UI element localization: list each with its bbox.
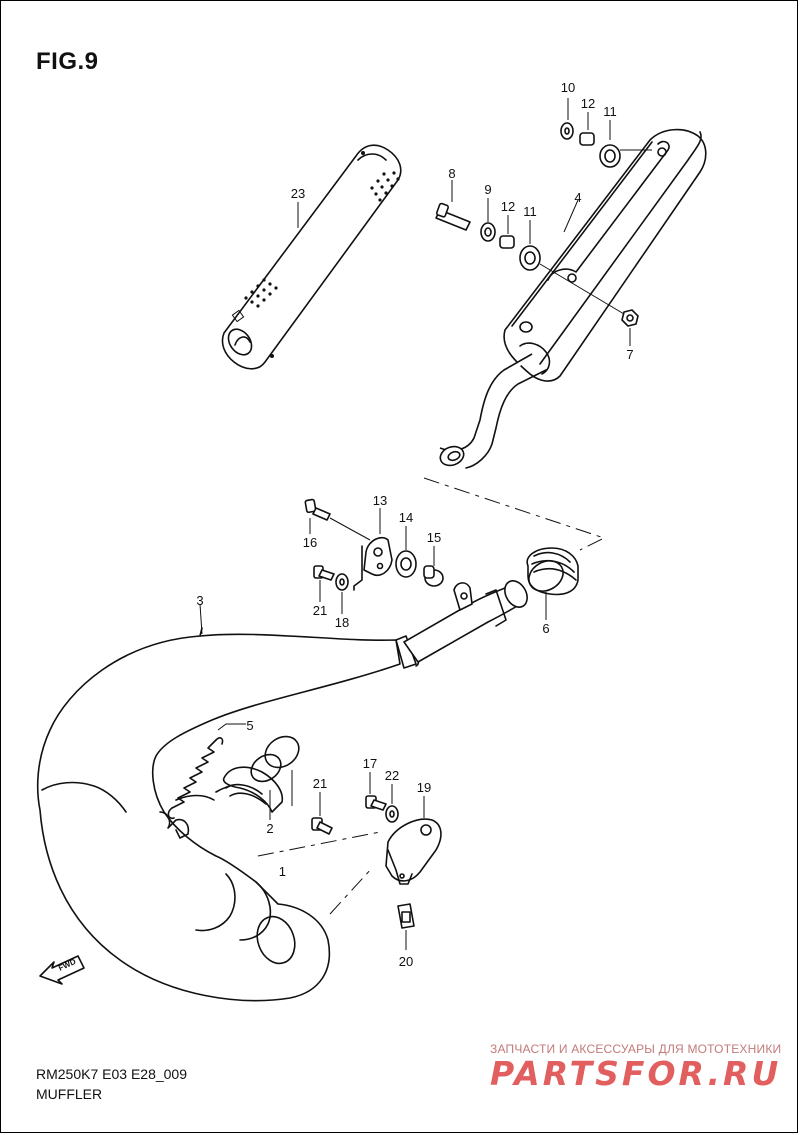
assembly-line-silencer <box>423 477 606 551</box>
bracket-group-lower[interactable] <box>311 772 442 950</box>
figure-title: FIG.9 <box>36 48 99 75</box>
callout-5: 5 <box>246 718 253 733</box>
callout-22: 22 <box>385 768 399 783</box>
spring[interactable] <box>167 723 246 820</box>
assembly-line-chamber <box>257 831 381 915</box>
flange-nut[interactable] <box>621 309 639 346</box>
pipe-clip[interactable] <box>159 811 190 839</box>
callout-21-lower: 21 <box>313 776 327 791</box>
callout-16: 16 <box>303 535 317 550</box>
o-ring-gaskets[interactable] <box>246 730 305 806</box>
callout-20: 20 <box>399 954 413 969</box>
bracket-group-upper[interactable] <box>304 498 444 614</box>
watermark-subtitle: ЗАПЧАСТИ И АКСЕССУАРЫ ДЛЯ МОТОТЕХНИКИ <box>490 1042 782 1056</box>
callout-14: 14 <box>399 510 413 525</box>
callout-1: 1 <box>279 864 286 879</box>
callout-11-middle: 11 <box>523 204 537 219</box>
silencer-body[interactable] <box>438 128 707 469</box>
callout-19: 19 <box>417 780 431 795</box>
callout-3: 3 <box>196 593 203 608</box>
middle-mount-hardware[interactable] <box>435 180 625 315</box>
callout-2: 2 <box>266 821 273 836</box>
callout-12-middle: 12 <box>501 199 515 214</box>
heat-guard[interactable] <box>221 144 402 370</box>
exhaust-pipe-chamber[interactable] <box>36 577 532 1002</box>
callout-13: 13 <box>373 493 387 508</box>
connector-joint[interactable] <box>523 547 579 620</box>
callout-17: 17 <box>363 756 377 771</box>
pipe-gasket-sleeve[interactable] <box>222 766 284 820</box>
figure-code: RM250K7 E03 E28_009 <box>36 1066 187 1082</box>
callout-labels: 1 2 3 4 5 6 7 8 9 10 11 11 12 12 13 14 1… <box>196 80 633 969</box>
callout-10: 10 <box>561 80 575 95</box>
callout-21-upper: 21 <box>313 603 327 618</box>
callout-7: 7 <box>626 347 633 362</box>
callout-12-upper: 12 <box>581 96 595 111</box>
watermark-logo: PARTSFOR.RU <box>490 1054 782 1093</box>
callout-18: 18 <box>335 615 349 630</box>
callout-9: 9 <box>484 182 491 197</box>
callout-23: 23 <box>291 186 305 201</box>
upper-mount-hardware[interactable] <box>560 98 652 168</box>
callout-4: 4 <box>574 190 581 205</box>
fwd-arrow-icon: FWD <box>39 955 85 985</box>
callout-6: 6 <box>542 621 549 636</box>
callout-8: 8 <box>448 166 455 181</box>
callout-15: 15 <box>427 530 441 545</box>
figure-name: MUFFLER <box>36 1086 103 1102</box>
callout-11-upper: 11 <box>603 104 617 119</box>
